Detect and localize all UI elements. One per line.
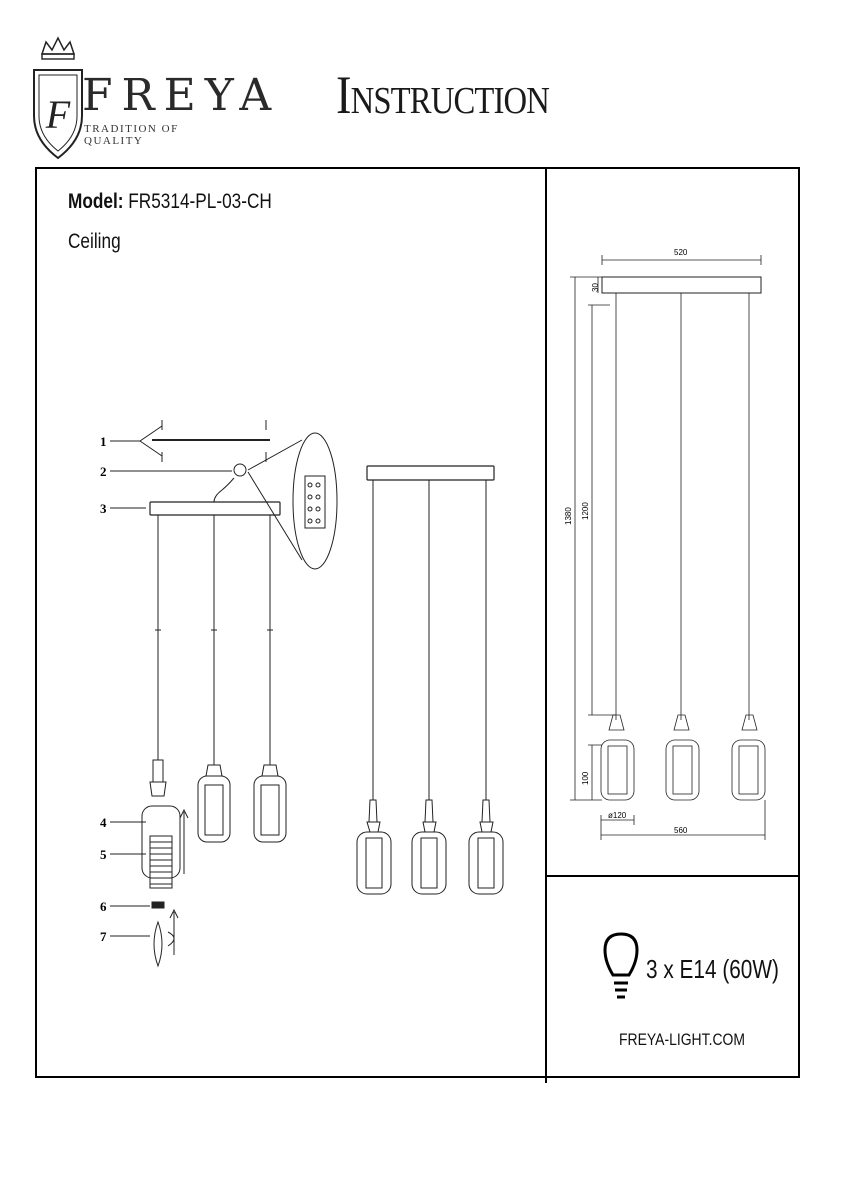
brand-tagline: TRADITION OF QUALITY — [84, 123, 179, 147]
dim-total-height: 1380 — [564, 507, 573, 525]
brand-name: FREYA — [82, 70, 281, 121]
model-line: Model: FR5314-PL-03-CH — [68, 190, 272, 214]
brand-logo: F FREYA TRADITION OF QUALITY — [28, 36, 271, 161]
mount-type: Ceiling — [68, 230, 121, 253]
logo-monogram: F — [45, 92, 71, 137]
callout-6: 6 — [100, 899, 107, 914]
fixture-illustration — [356, 465, 504, 895]
content-frame — [35, 167, 800, 1078]
callout-7: 7 — [100, 929, 107, 944]
page-title: Instruction — [336, 65, 550, 125]
crest-icon: F — [33, 36, 83, 160]
model-label: Model: — [68, 190, 124, 213]
dim-shade-diameter: ø120 — [608, 811, 627, 820]
dim-canopy-height: 30 — [591, 283, 600, 292]
dim-shade-height: 100 — [581, 771, 590, 785]
model-code: FR5314-PL-03-CH — [128, 190, 272, 213]
dim-overall-width: 560 — [674, 826, 688, 835]
callout-1: 1 — [100, 434, 107, 449]
callout-2: 2 — [100, 464, 107, 479]
horizontal-divider — [546, 875, 800, 877]
dim-cord-length: 1200 — [581, 502, 590, 520]
callout-5: 5 — [100, 847, 107, 862]
vertical-divider — [545, 168, 547, 1083]
dimension-drawing — [570, 255, 766, 840]
dim-canopy-width: 520 — [674, 248, 688, 257]
lamp-spec: 3 x E14 (60W) — [646, 954, 779, 984]
callout-3: 3 — [100, 501, 107, 516]
light-bulb-icon — [603, 932, 639, 999]
website-link[interactable]: FREYA-LIGHT.COM — [619, 1030, 745, 1049]
callout-4: 4 — [100, 815, 107, 830]
